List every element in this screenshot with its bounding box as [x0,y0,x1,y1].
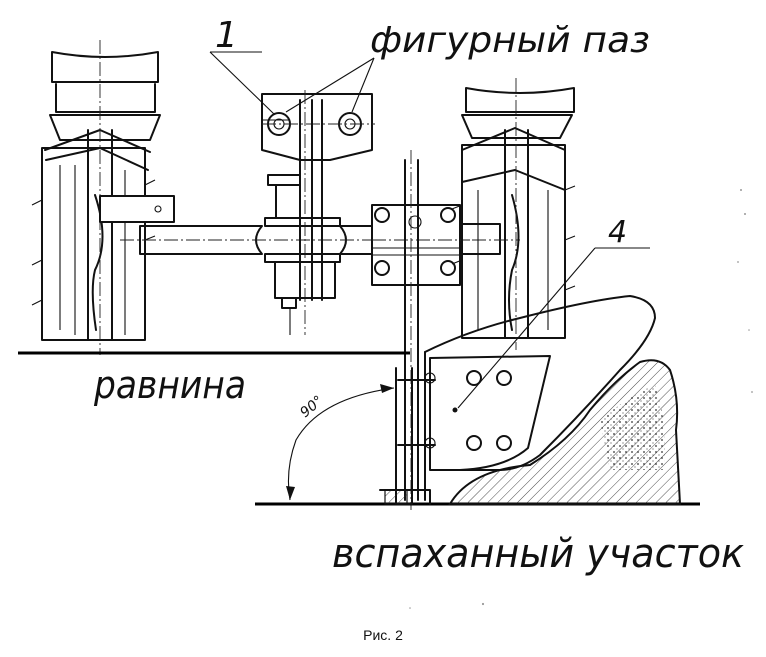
plain-label: равнина [93,363,246,407]
part-number-1: 1 [215,15,238,56]
plow-bolts [466,370,512,451]
plow-shank [379,367,436,505]
hitch-bracket [261,90,375,335]
figured-groove-label: фигурный паз [370,20,650,61]
part-number-4: 4 [608,215,627,250]
angle-label: 90° [297,393,326,421]
clamp-block [371,204,470,286]
figure-caption: Рис. 2 [363,627,403,643]
scan-marks [409,189,753,609]
leader-lines [209,51,650,409]
left-wheel [31,40,175,355]
angle-dimension [286,384,395,501]
plowed-soil [448,359,682,505]
right-wheel [451,78,576,350]
plowed-area-label: вспаханный участок [332,531,744,577]
